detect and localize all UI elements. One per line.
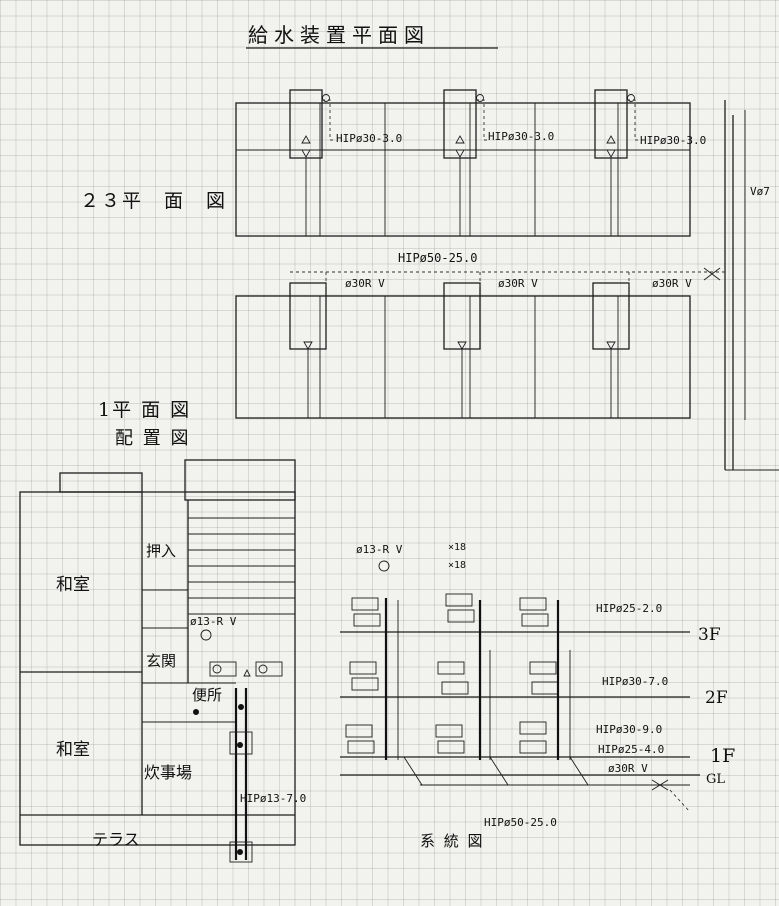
system-meter-count: ×18 (448, 560, 466, 571)
valve-icon (237, 742, 243, 748)
riser-label: Vø7 (750, 185, 770, 198)
plan-1-main-label: HIPø50-25.0 (398, 251, 477, 265)
layout-pipe-label: HIPø13-7.0 (240, 792, 306, 805)
valve-icon (322, 94, 330, 102)
plan-23-branch-label: HIPø30-3.0 (336, 132, 402, 145)
plan-23-branch-label: HIPø30-3.0 (640, 134, 706, 147)
layout-water-pipe (193, 688, 253, 863)
gate-valve-icon (659, 779, 669, 791)
plan-23-supply-lines (322, 99, 640, 141)
plan-23-branch-label: HIPø30-3.0 (488, 130, 554, 143)
gate-valve-icon (703, 267, 713, 281)
plan-1-main-pipe (290, 271, 725, 290)
system-diagram-label: 系 統 図 (420, 832, 485, 850)
plan-23-outline (235, 102, 691, 237)
room-washitsu-bottom: 和室 (56, 740, 90, 760)
system-valve-label: ø30R V (608, 762, 648, 775)
plan-1-outline (235, 295, 691, 419)
valve-icon (476, 94, 484, 102)
layout-label: 配 置 図 (115, 428, 190, 449)
meter-icon (378, 560, 390, 572)
room-terrace: テラス (92, 830, 140, 849)
floor-2f-label: 2F (705, 688, 728, 708)
system-diagram: ø13-R V ×18 ×18 3F 2F 1F GL (340, 542, 735, 850)
room-oshiire: 押入 (146, 542, 176, 560)
valve-icon (193, 709, 199, 715)
valve-icon (243, 668, 251, 677)
faucet-up-icon (455, 135, 465, 144)
layout-plan: 配 置 図 和室 和室 押入 玄関 便所 炊事場 テラス (19, 428, 306, 863)
system-meter-label: ø13-R V (356, 543, 403, 556)
layout-fixtures (209, 661, 283, 677)
riser-label: HIPø30-7.0 (602, 675, 668, 688)
plan-23: HIPø30-3.0 HIPø30-3.0 HIPø30-3.0 ２３平 面 図 (80, 89, 706, 237)
plan-23-partitions (236, 103, 690, 236)
faucet-down-icon (455, 149, 465, 158)
plan-23-label: ２３平 面 図 (80, 190, 227, 212)
system-risers (384, 598, 691, 813)
faucet-down-icon (606, 149, 616, 158)
layout-stair-head (184, 459, 296, 501)
layout-meter-label: ø13-R V (190, 615, 237, 628)
room-suijiba: 炊事場 (144, 763, 192, 782)
faucet-up-icon (301, 135, 311, 144)
stair-treads (188, 517, 295, 615)
plan-23-units (289, 89, 635, 236)
plan-1-branch-label: ø30R V (345, 277, 385, 290)
faucet-down-icon (301, 149, 311, 158)
layout-window-bay (59, 472, 143, 493)
floor-3f-label: 3F (698, 625, 721, 645)
plan-1-branch-label: ø30R V (498, 277, 538, 290)
faucet-up-icon (606, 135, 616, 144)
plan-1-label: 1平 面 図 (98, 399, 191, 421)
layout-walls (20, 492, 295, 816)
faucet-down-icon (606, 341, 616, 350)
faucet-icon (212, 664, 222, 674)
ground-level-label: GL (706, 772, 725, 787)
system-main-label: HIPø50-25.0 (484, 816, 557, 829)
riser-label: HIPø25-4.0 (598, 743, 664, 756)
room-benjo: 便所 (192, 686, 222, 704)
meter-icon (200, 629, 212, 641)
layout-outline (19, 491, 296, 846)
drawing-title: 給水装置平面図 (248, 23, 430, 47)
faucet-down-icon (303, 341, 313, 350)
floor-1f-label: 1F (710, 745, 735, 767)
gate-valve-icon (711, 267, 721, 281)
riser-label: HIPø30-9.0 (596, 723, 662, 736)
valve-icon (238, 704, 244, 710)
plan-1-partitions (319, 296, 619, 418)
meter-units (345, 593, 559, 754)
plan-1-units (289, 282, 630, 418)
valve-icon (627, 94, 635, 102)
valve-icon (237, 849, 243, 855)
faucet-down-icon (457, 341, 467, 350)
plan-1: HIPø50-25.0 ø30R V ø30R V ø30R V 1平 面 図 (98, 251, 725, 421)
faucet-icon (258, 664, 268, 674)
main-riser: Vø7 (703, 100, 779, 471)
plan-1-branch-label: ø30R V (652, 277, 692, 290)
system-meter-count: ×18 (448, 542, 466, 553)
room-washitsu-top: 和室 (56, 575, 90, 595)
room-genkan: 玄関 (146, 652, 176, 670)
riser-label: HIPø25-2.0 (596, 602, 662, 615)
